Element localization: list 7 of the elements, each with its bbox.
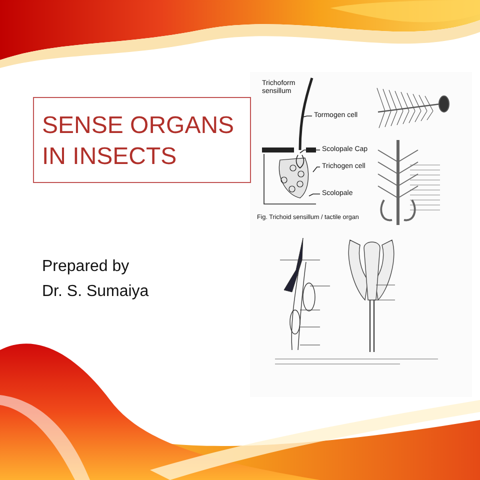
leader-line bbox=[300, 150, 320, 154]
leader-line bbox=[308, 194, 320, 196]
author-text: Prepared by bbox=[42, 258, 130, 276]
slide-title: SENSE ORGANS IN INSECTS bbox=[42, 111, 236, 172]
leader-line bbox=[302, 116, 312, 118]
author-text: Dr. S. Sumaiya bbox=[42, 283, 150, 301]
leader-line bbox=[312, 166, 320, 172]
